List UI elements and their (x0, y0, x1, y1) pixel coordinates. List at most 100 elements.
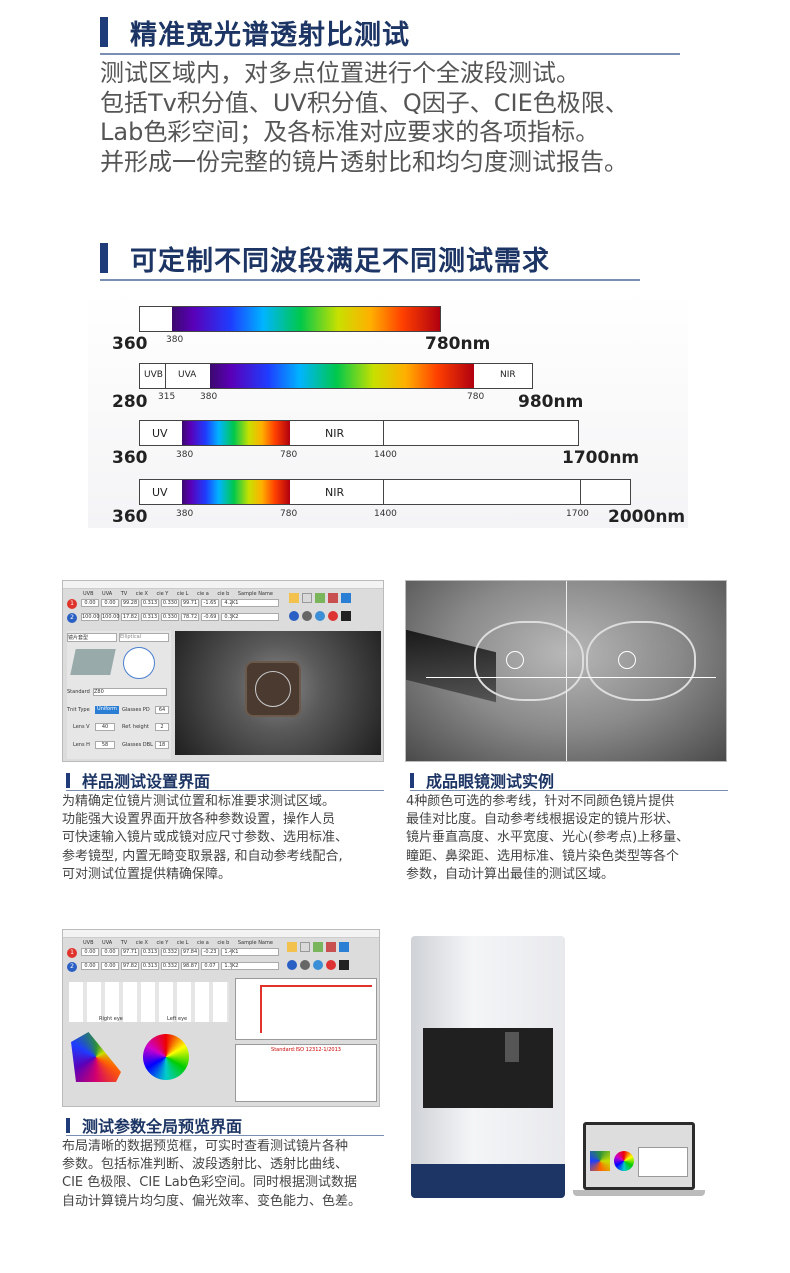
intro-line: 包括Tv积分值、UV积分值、Q因子、CIE色极限、 (100, 88, 629, 117)
lens-h-input[interactable]: 58 (95, 741, 115, 749)
play-icon[interactable] (289, 611, 299, 621)
gear-icon[interactable] (341, 593, 351, 603)
folder-icon[interactable] (287, 942, 297, 952)
col-header: UVB (83, 591, 94, 597)
spectrum-mark: 780 (280, 509, 298, 519)
curve-plateau (262, 985, 372, 987)
spectrum-end-label: 980nm (518, 392, 584, 412)
col-header: cie a (196, 591, 209, 597)
play-icon[interactable] (287, 960, 297, 970)
refresh-icon[interactable] (313, 960, 323, 970)
title-bar-icon (410, 772, 414, 788)
caption-line: 镜片垂直高度、水平宽度、光心(参考点)上移量、 (406, 830, 690, 846)
cell: 0.313 (141, 599, 159, 607)
gear-icon[interactable] (339, 942, 349, 952)
right-eye-label: Right eye (99, 1016, 123, 1022)
card3-title: 测试参数全局预览界面 (66, 1114, 242, 1136)
toolbar-2 (287, 960, 367, 972)
laptop-base (573, 1190, 705, 1196)
uniformity-grid (69, 982, 229, 1022)
data-row-2: 0.00 0.00 97.82 0.313 0.332 98.87 0.07 1… (81, 962, 241, 970)
intro-line: Lab色彩空间；及各标准对应要求的各项指标。 (100, 118, 600, 146)
card3-underline (66, 1135, 384, 1136)
cell: 0.313 (141, 948, 159, 956)
export-icon[interactable] (315, 593, 325, 603)
cell: 0.00 (81, 948, 99, 956)
cell: 78.72 (181, 613, 199, 621)
cell: 97.82 (121, 962, 139, 970)
tint-label: Tnit Type (67, 707, 90, 713)
tint-select[interactable]: Uniform (95, 706, 119, 714)
spectrum-mark: 1700 (566, 509, 589, 519)
divider (580, 480, 581, 504)
divider (165, 364, 166, 388)
refresh-icon[interactable] (315, 611, 325, 621)
pd-input[interactable]: 64 (155, 706, 169, 714)
tab-elliptical[interactable]: Elliptical (119, 633, 169, 642)
caption-line: 参考镜型, 内置无畸变取景器, 和自动参考线配合, (62, 848, 343, 864)
record-icon[interactable] (328, 611, 338, 621)
cell: 0.00 (81, 599, 99, 607)
cell: 99.71 (181, 599, 199, 607)
spectrum-end-label: 780nm (425, 334, 491, 354)
grid-icon[interactable] (339, 960, 349, 970)
print-icon[interactable] (328, 593, 338, 603)
print-icon[interactable] (326, 942, 336, 952)
stop-icon[interactable] (300, 960, 310, 970)
sample-name-field[interactable]: K2 (231, 613, 279, 621)
spectrum-mark: 780 (467, 392, 485, 402)
caption-line: CIE 色极限、CIE Lab色彩空间。同时根据测试数据 (62, 1175, 357, 1191)
window-titlebar (63, 581, 383, 589)
stop-icon[interactable] (302, 611, 312, 621)
lens-v-input[interactable]: 40 (95, 723, 115, 731)
lens-v-label: Lens V (73, 724, 90, 730)
grid-icon[interactable] (341, 611, 351, 621)
save-icon[interactable] (302, 593, 312, 603)
data-row-2: 100.00 100.00 17.82 0.313 0.330 78.72 -0… (81, 613, 241, 621)
divider (383, 480, 384, 504)
spectrum-gradient (210, 364, 474, 388)
dbl-label: Glasses DBL (122, 742, 153, 748)
row2-button[interactable]: 2 (67, 962, 77, 972)
spectrum-mark: 1400 (374, 450, 397, 460)
save-icon[interactable] (300, 942, 310, 952)
cell: 0.07 (201, 962, 219, 970)
export-icon[interactable] (313, 942, 323, 952)
card1-underline (66, 790, 384, 791)
col-header: Sample Name (237, 591, 273, 597)
col-header: cie b (217, 591, 230, 597)
region-label: UVA (178, 370, 197, 380)
standard-select[interactable]: Z80 (93, 688, 167, 696)
cell: 99.28 (121, 599, 139, 607)
lab-color-wheel (143, 1034, 189, 1080)
section1-intro: 测试区域内，对多点位置进行个全波段测试。 包括Tv积分值、UV积分值、Q因子、C… (100, 59, 740, 177)
cell: -0.23 (201, 948, 219, 956)
record-icon[interactable] (326, 960, 336, 970)
card1-text: 为精确定位镜片测试位置和标准要求测试区域。 功能强大设置界面开放各种参数设置，操… (62, 793, 387, 884)
region-label: NIR (500, 370, 516, 380)
spectrum-gradient (182, 480, 290, 504)
cell: 0.00 (101, 948, 119, 956)
dbl-input[interactable]: 18 (155, 741, 169, 749)
ref-height-input[interactable]: 2 (155, 723, 169, 731)
folder-icon[interactable] (289, 593, 299, 603)
row2-button[interactable]: 2 (67, 613, 77, 623)
spectrum-bar-3: UV NIR (139, 420, 579, 446)
row1-button[interactable]: 1 (67, 599, 77, 609)
lens-h-label: Lens H (73, 742, 90, 748)
row1-button[interactable]: 1 (67, 948, 77, 958)
cell: 0.313 (141, 962, 159, 970)
sample-name-field[interactable]: K1 (231, 948, 279, 956)
data-row-1: 0.00 0.00 97.71 0.313 0.332 97.84 -0.23 … (81, 948, 241, 956)
card1-title: 样品测试设置界面 (66, 769, 210, 791)
card2-underline (410, 790, 728, 791)
cell: 98.87 (181, 962, 199, 970)
tab-lens-type[interactable]: 镜片套型 (67, 633, 117, 642)
curve-rise (260, 985, 262, 1033)
title-bar-icon (66, 772, 70, 788)
reference-line (426, 677, 716, 678)
intro-line: 测试区域内，对多点位置进行个全波段测试。 (100, 59, 580, 87)
col-header: cie Y (156, 591, 169, 597)
sample-name-field[interactable]: K2 (231, 962, 279, 970)
sample-name-field[interactable]: K1 (231, 599, 279, 607)
